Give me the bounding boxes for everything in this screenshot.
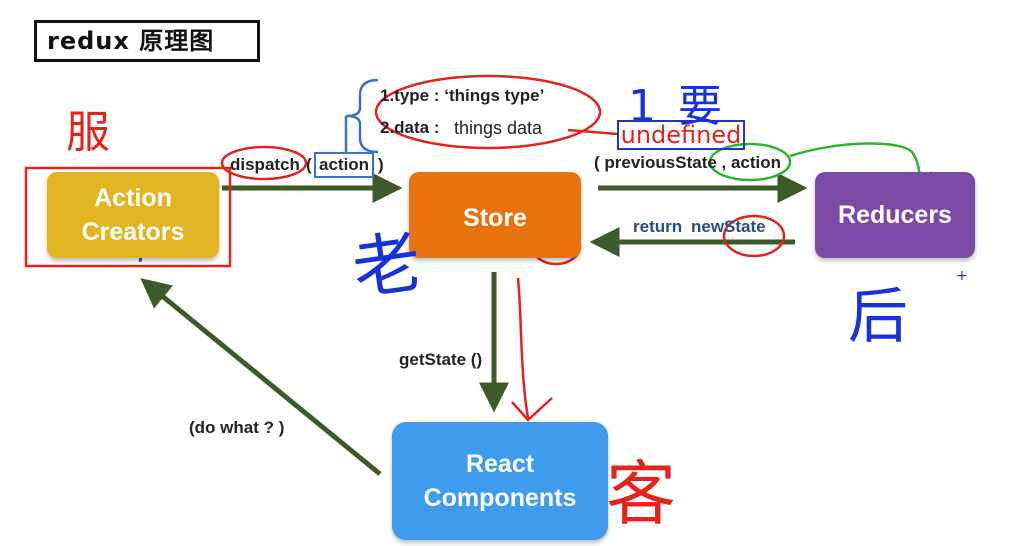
return-label: return [633,217,683,236]
boss-annotation: 老 [347,222,427,311]
store-node: Store [409,172,581,258]
get-state-label: getState () [399,350,483,369]
green-ellipse-state [708,142,792,182]
red-link-undefined [567,128,618,136]
required-annotation: 1 要 [628,81,726,132]
action-creators-label-line1: Action [94,184,172,212]
new-state-label: newState [691,217,766,236]
action-creators-label-line2: Creators [81,218,185,246]
react-components-node: React Components [392,422,608,540]
red-ellipse-new-state [722,214,786,258]
open-paren-label: ( [306,155,312,174]
type-line: 1.type : ‘things type’ [380,86,545,105]
data-value: things data [454,118,543,138]
react-label-line2: Components [423,484,577,512]
do-what-arrow [140,278,382,476]
red-box-action-creators [24,166,232,268]
red-ellipse-brace [374,74,602,150]
red-hand-arrow [511,277,553,422]
store-label: Store [463,203,527,232]
dispatch-label: dispatch [230,155,300,174]
react-label-line1: React [465,450,535,478]
do-what-label: (do what ? ) [189,418,285,437]
plus-mark: + [956,268,968,284]
undefined-annotation: undefined [617,120,745,150]
chef-annotation: 后 [848,282,908,352]
action-creators-node: Action Creators [47,172,219,258]
customer-annotation: 客 [606,453,676,535]
curly-brace [345,78,379,154]
data-prefix: 2.data : [380,118,440,137]
red-ellipse-dispatch [220,145,308,181]
diagram-title: redux 原理图 [34,20,260,62]
waiter-annotation: 服 [66,107,110,158]
reducers-node: Reducers [815,172,975,258]
previous-state-label: ( previousState , action [594,153,782,172]
action-box [314,152,374,178]
reducers-label: Reducers [838,200,952,229]
action-label: action [319,155,370,174]
close-paren-label: ) [378,155,384,174]
